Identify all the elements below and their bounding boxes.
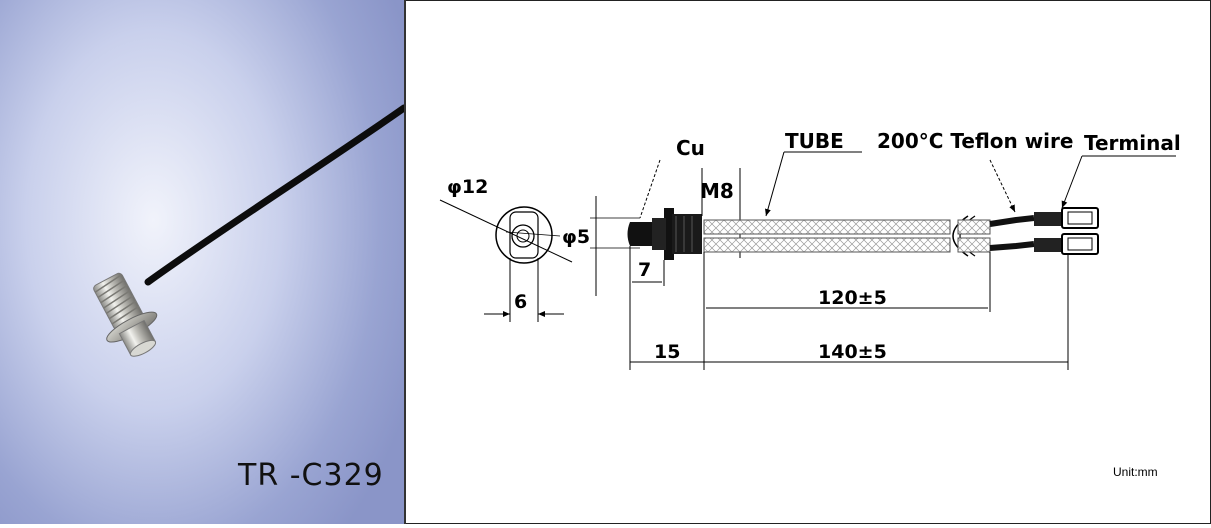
terminal-label: Terminal [1084, 131, 1181, 155]
teflon-wire-label: 200°C Teflon wire [877, 129, 1073, 153]
sensor-photo [93, 104, 404, 357]
thread-label: M8 [700, 179, 734, 203]
cu-label: Cu [676, 136, 705, 160]
product-model-label: TR -C329 [238, 458, 384, 493]
dimension-drawing: φ12 6 [439, 129, 1181, 370]
technical-drawing-panel: φ12 6 [406, 0, 1211, 524]
side-view [590, 151, 1176, 370]
unit-label: Unit:mm [1113, 465, 1158, 479]
flat-width-label: 6 [514, 291, 527, 313]
tip-diameter-label: φ5 [562, 226, 590, 248]
end-view [439, 199, 573, 322]
tube-label: TUBE [785, 129, 844, 153]
total-length-label: 140±5 [818, 341, 887, 363]
cable [144, 104, 404, 286]
head-length-label: 15 [654, 341, 680, 363]
product-photo-panel: TR -C329 [0, 0, 406, 524]
threaded-probe [93, 272, 158, 357]
terminal-connectors [1034, 207, 1099, 255]
flange-diameter-label: φ12 [447, 176, 488, 198]
tube-length-label: 120±5 [818, 287, 887, 309]
tip-length-label: 7 [638, 259, 651, 281]
